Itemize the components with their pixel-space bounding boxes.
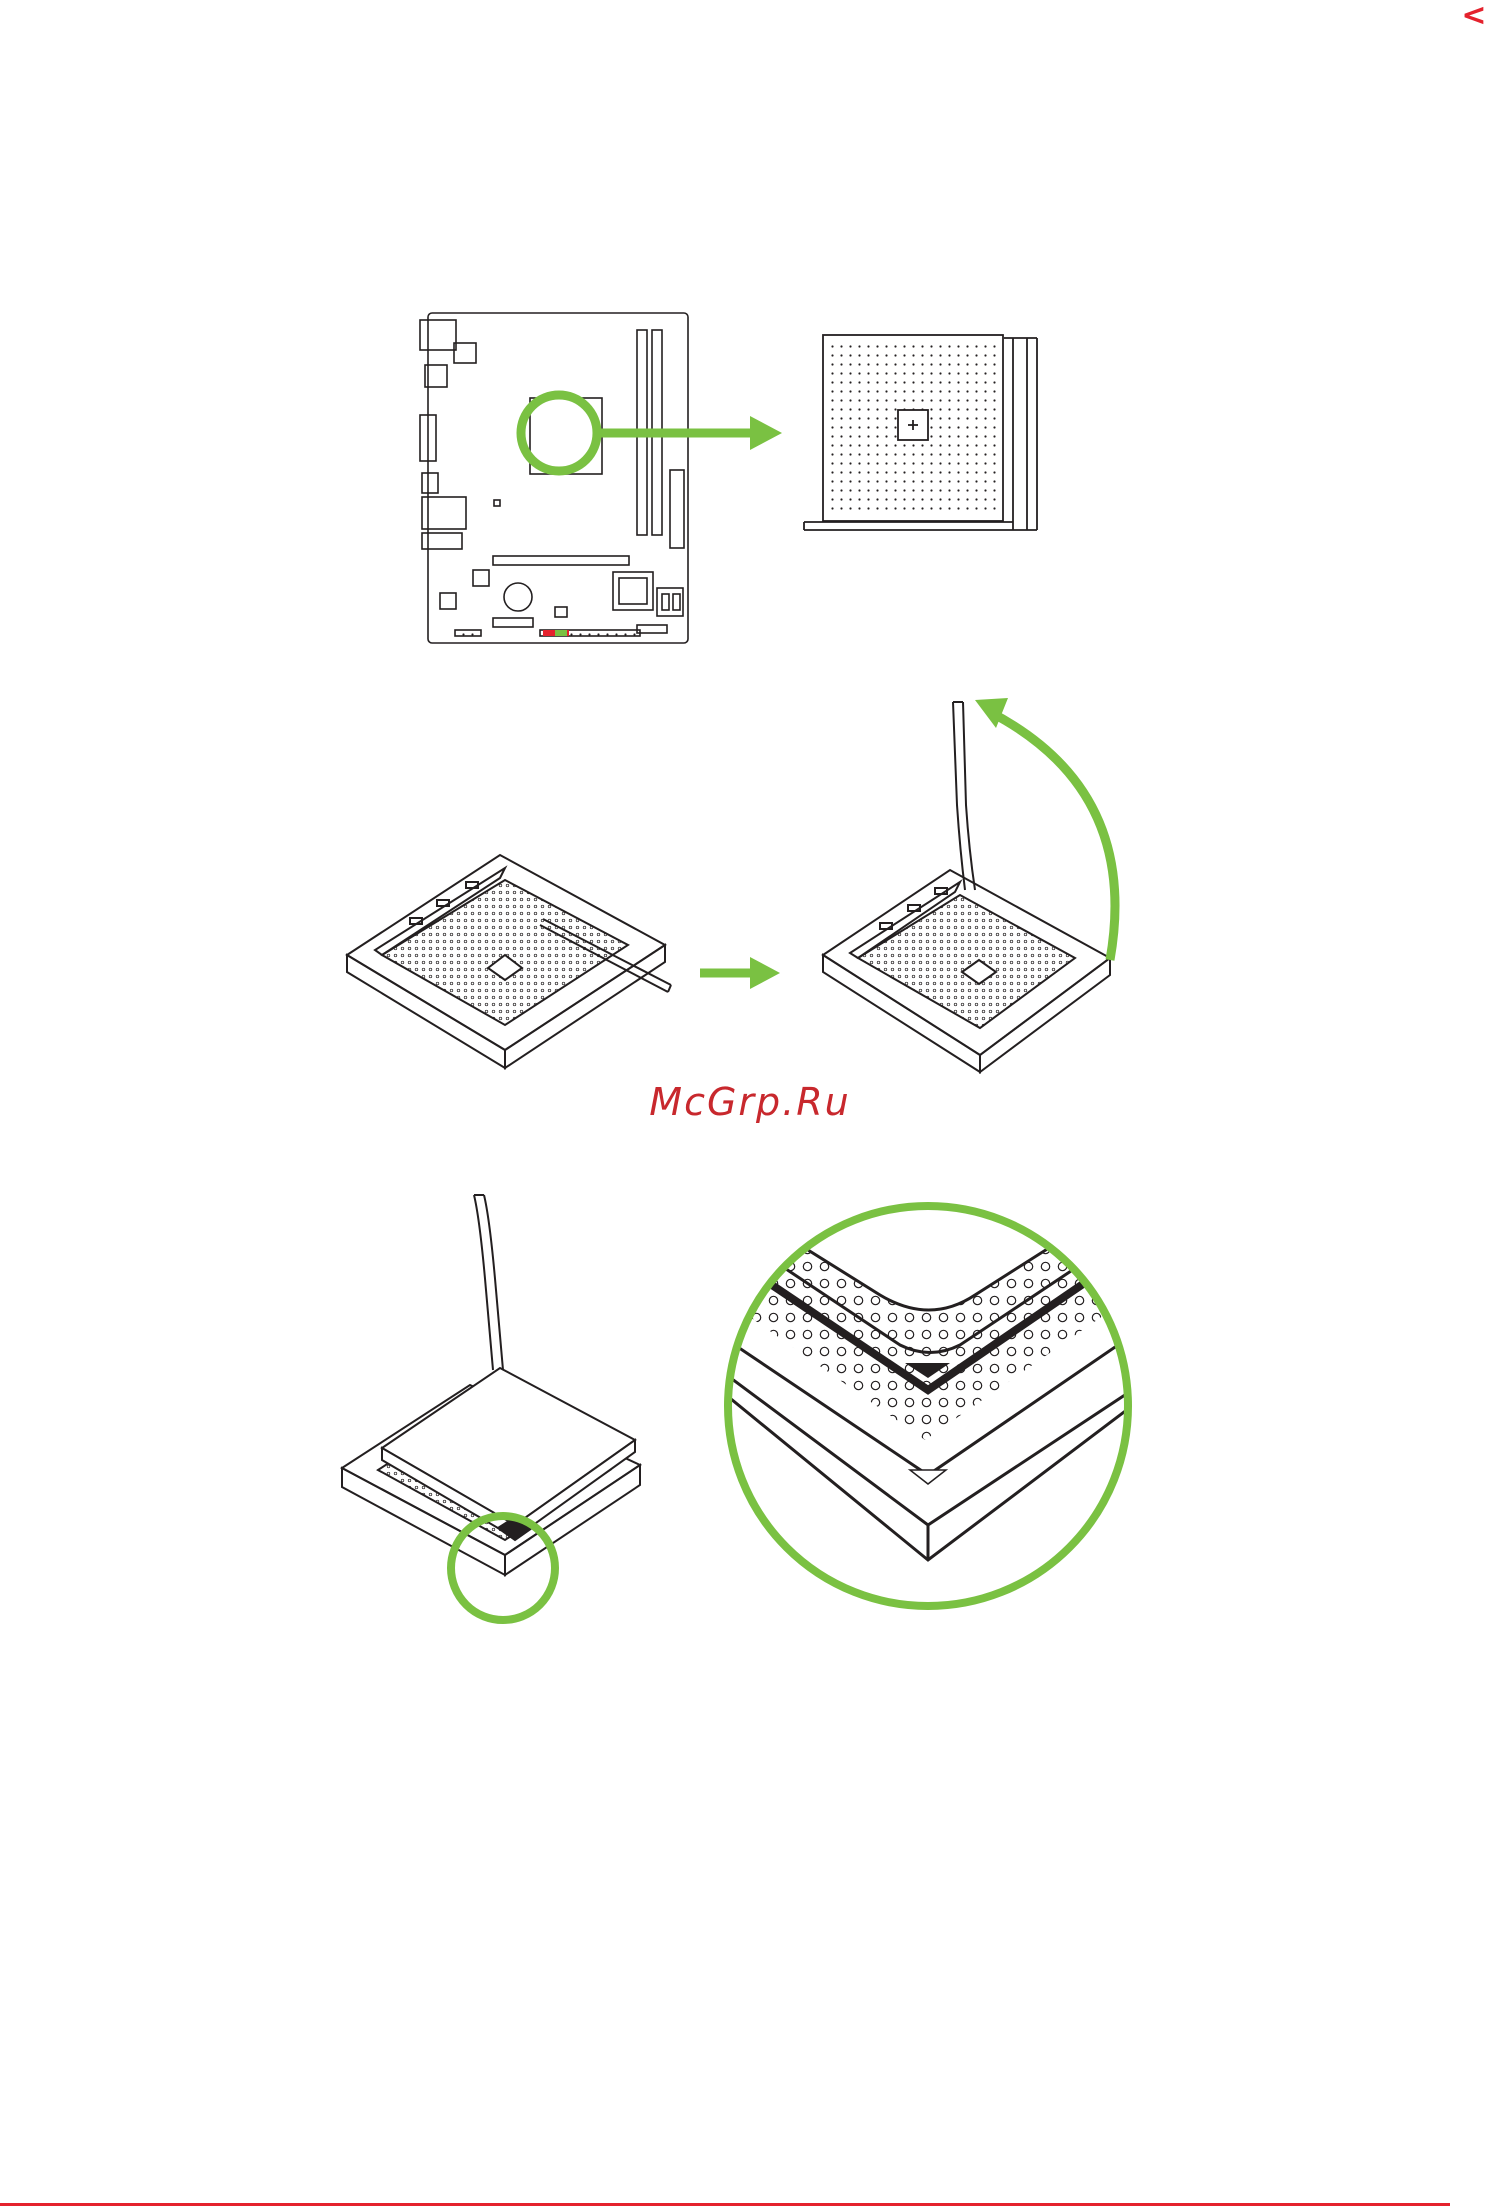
- pcie-slot: [493, 618, 533, 627]
- watermark-text: McGrp.Ru: [600, 1080, 900, 1124]
- io-port: [420, 320, 456, 350]
- io-port: [422, 473, 438, 493]
- motherboard-diagram: [420, 313, 688, 643]
- zoom-detail: [720, 1190, 1140, 1620]
- atx-connector: [670, 470, 684, 548]
- sata-port: [637, 625, 667, 633]
- io-port: [454, 343, 476, 363]
- cpu-socket-topview: [804, 335, 1037, 530]
- footer-rule: [0, 2203, 1450, 2206]
- socket-lever-closed: [347, 855, 671, 1068]
- step-arrow-head-icon: [750, 957, 780, 989]
- socket-lever-open: [823, 702, 1110, 1072]
- socket-highlight-ring: [521, 395, 597, 471]
- sata-port: [657, 588, 683, 616]
- cmos-battery: [504, 583, 532, 611]
- arrow-head-icon: [750, 416, 782, 450]
- pcie-slot: [493, 556, 629, 565]
